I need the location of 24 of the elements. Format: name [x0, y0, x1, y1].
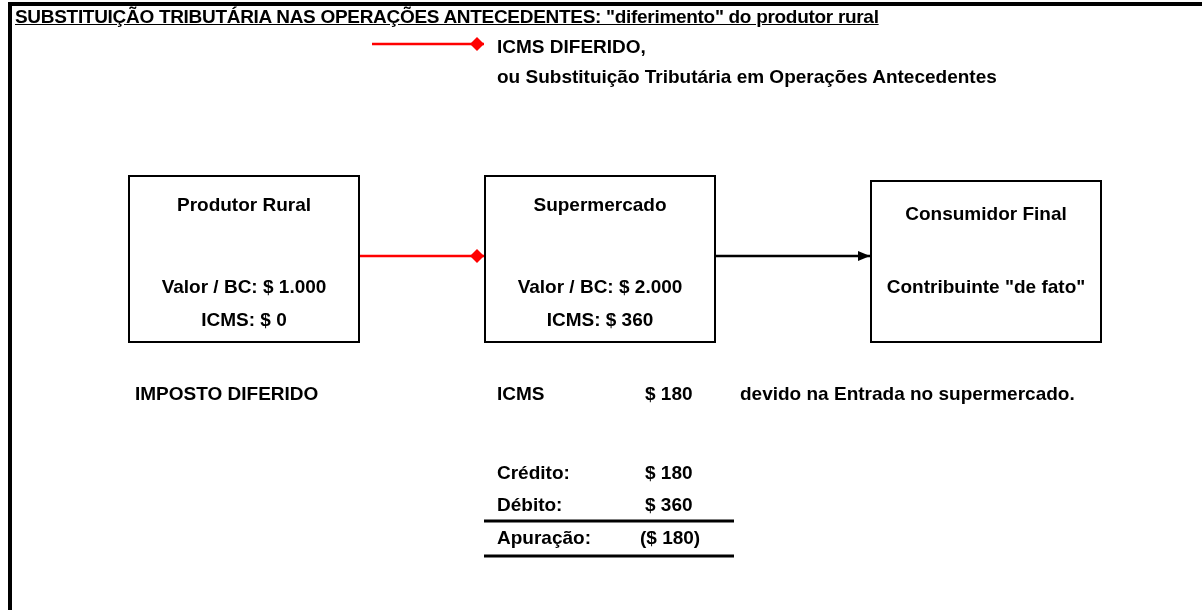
- entity-box: [484, 175, 716, 343]
- label-text: ($ 180): [640, 527, 701, 549]
- label-text: $ 180: [645, 383, 693, 405]
- box-heading: Supermercado: [533, 194, 667, 216]
- title: SUBSTITUIÇÃO TRIBUTÁRIA NAS OPERAÇÕES ANTECEDENTES: "diferimento" do produtor rural: [15, 6, 879, 28]
- box-text: Contribuinte "de fato": [886, 276, 1086, 298]
- arrow: [716, 251, 870, 261]
- label-text: $ 180: [645, 462, 693, 484]
- legend-text: ICMS DIFERIDO, ou Substituição Tributária em Operações Antecedentes: [497, 35, 997, 89]
- box-text: ICMS: $ 360: [546, 309, 654, 331]
- box-text: Valor / BC: $ 1.000: [161, 276, 327, 298]
- label-text: Débito:: [497, 494, 563, 516]
- box-text: ICMS: $ 0: [201, 309, 287, 331]
- label-text: ICMS: [497, 383, 545, 405]
- entity-box: [870, 180, 1102, 343]
- label-text: Apuração:: [497, 527, 591, 549]
- entity-box: [128, 175, 360, 343]
- box-heading: Consumidor Final: [905, 203, 1067, 225]
- label-text: Crédito:: [497, 462, 570, 484]
- box-text: Valor / BC: $ 2.000: [517, 276, 683, 298]
- label-text: $ 360: [645, 494, 693, 516]
- box-heading: Produtor Rural: [176, 194, 312, 216]
- label-text: devido na Entrada no supermercado.: [740, 383, 1075, 405]
- label-text: IMPOSTO DIFERIDO: [135, 383, 319, 405]
